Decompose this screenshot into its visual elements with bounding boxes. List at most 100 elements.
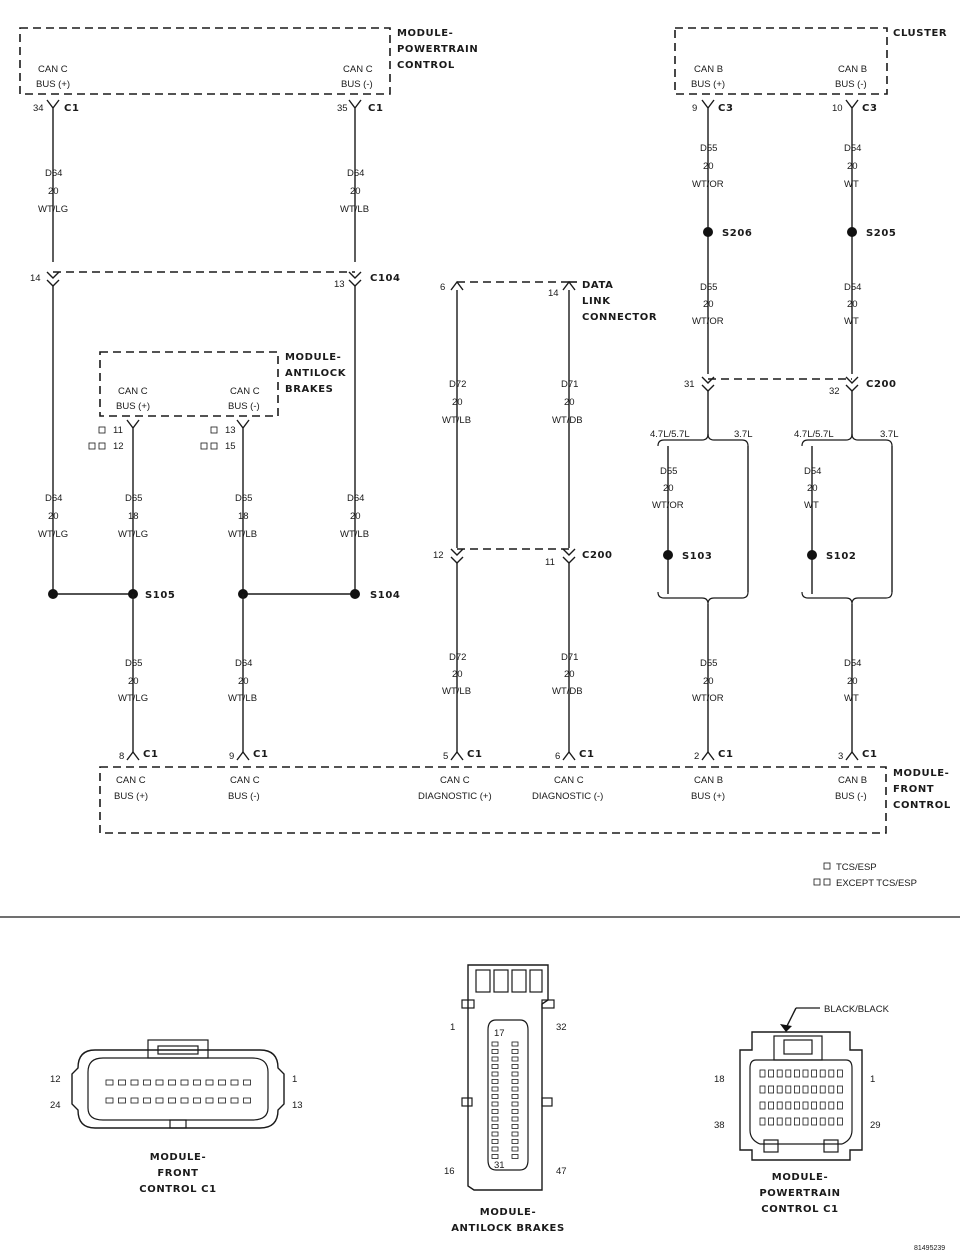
fcm-pin-8: 8: [119, 751, 124, 762]
pin-cavity: [511, 1139, 519, 1144]
s103-label: S103: [682, 551, 712, 562]
pcm-pin1-line1: CAN C: [38, 64, 68, 75]
pin-cavity: [511, 1109, 519, 1114]
c200-top-pin-31: 31: [684, 379, 695, 390]
pin-cavity: [218, 1079, 226, 1086]
wire-d64-abs-l-color: WT/LG: [38, 529, 68, 540]
pin-cavity: [511, 1154, 519, 1159]
pin-cavity: [243, 1097, 251, 1104]
pin-cavity: [811, 1117, 817, 1126]
cluster-pin2-line1: CAN B: [838, 64, 867, 75]
fcm-title-2: FRONT: [893, 784, 934, 795]
fcm-c1-title-2: FRONT: [157, 1168, 198, 1179]
pin-cavity: [130, 1097, 139, 1104]
c200-mid-pin-12: 12: [433, 550, 444, 561]
pin-cavity: [491, 1139, 499, 1144]
fcm-c1-connector-view: 12 1 24 13 MODULE- FRONT CONTROL C1: [50, 1039, 303, 1195]
wire-d55-color: WT/OR: [692, 179, 724, 190]
cluster-pin1-line2: BUS (+): [691, 79, 725, 90]
fcm-c1-title-3: CONTROL C1: [139, 1184, 216, 1195]
splice-s103-dot: [663, 550, 673, 560]
s102-label: S102: [826, 551, 856, 562]
pcm-c1-pin-18: 18: [714, 1074, 725, 1085]
cluster-wires: 9 C3 10 C3 D55 20 WT/OR D54 20 WT S206 S…: [650, 99, 899, 752]
fcm-pin3-line2: DIAGNOSTIC (+): [418, 791, 492, 802]
fcm-module: MODULE- FRONT CONTROL CAN C BUS (+) CAN …: [99, 766, 951, 834]
cluster-pin2-line2: BUS (-): [835, 79, 867, 90]
pcm-title-1: MODULE-: [397, 28, 453, 39]
cluster-pin1-line1: CAN B: [694, 64, 723, 75]
wire-d64-20-color: WT/LB: [228, 693, 257, 704]
fcm-pin-9: 9: [229, 751, 234, 762]
wire-d64-abs-r-code: D64: [347, 493, 364, 504]
pin-cavity: [193, 1097, 201, 1104]
fcm-c1-pin-1: 1: [292, 1074, 297, 1085]
fcm-title-3: CONTROL: [893, 800, 951, 811]
wire-d72-low-gauge: 20: [452, 669, 463, 680]
pin-cavity: [193, 1079, 201, 1086]
wire-d54-gauge: 20: [847, 161, 858, 172]
c104-label: C104: [370, 273, 401, 284]
abs-conn-pin-31: 31: [494, 1160, 505, 1171]
pin-cavity: [811, 1069, 817, 1078]
pcm-title-3: CONTROL: [397, 60, 455, 71]
wire-d71-low-code: D71: [561, 652, 578, 663]
splice-s102-dot: [807, 550, 817, 560]
fcm-c1-d: C1: [579, 749, 595, 760]
wire-d54-code: D54: [844, 143, 861, 154]
fcm-pin5-line2: BUS (+): [691, 791, 725, 802]
pcm-c1-color-label: BLACK/BLACK: [824, 1004, 890, 1015]
wire-d64-20-gauge: 20: [238, 676, 249, 687]
dlc: DATA LINK CONNECTOR: [457, 280, 657, 323]
abs-conn-title-2: ANTILOCK BRAKES: [451, 1223, 565, 1234]
wire-d54b-code: D54: [844, 282, 861, 293]
wire-d64-wtlg-gauge: 20: [48, 186, 59, 197]
s206-label: S206: [722, 228, 752, 239]
fcm-pin6-line1: CAN B: [838, 775, 867, 786]
pin-cavity: [802, 1069, 809, 1078]
pin-cavity: [785, 1069, 792, 1078]
c200-mid-pin-11: 11: [545, 557, 555, 568]
wire-d54d-color: WT: [844, 693, 859, 704]
wire-d54c-color: WT: [804, 500, 819, 511]
pin-cavity: [811, 1085, 817, 1094]
wire-d71-low-gauge: 20: [564, 669, 575, 680]
abs-connector-view: 1 32 17 16 31 47 MODULE- ANTILOCK BRAKES: [444, 964, 567, 1234]
fcm-pin1-line2: BUS (+): [114, 791, 148, 802]
pin-cavity: [811, 1101, 817, 1110]
pin-cavity: [491, 1116, 499, 1122]
pin-cavity: [511, 1124, 519, 1129]
abs-pin2-line1: CAN C: [230, 386, 260, 397]
legend-except: EXCEPT TCS/ESP: [836, 878, 917, 889]
pin-cavity: [828, 1117, 835, 1126]
pin-cavity: [785, 1117, 792, 1126]
wire-d55c-gauge: 20: [663, 483, 674, 494]
dlc-title-3: CONNECTOR: [582, 312, 657, 323]
wire-d55c-code: D55: [660, 466, 677, 477]
wire-d72-code: D72: [449, 379, 466, 390]
c104-pin-13: 13: [334, 279, 345, 290]
fcm-pin2-line1: CAN C: [230, 775, 260, 786]
pin-cavity: [105, 1097, 114, 1104]
pin-cavity: [205, 1097, 214, 1104]
dlc-title-2: LINK: [582, 296, 611, 307]
abs-conn-pin-17: 17: [494, 1028, 505, 1039]
fcm-pin-3: 3: [838, 751, 843, 762]
pin-cavity: [230, 1079, 239, 1086]
pin-cavity: [837, 1117, 843, 1126]
wire-d65-18b-code: D65: [235, 493, 252, 504]
pin-cavity: [491, 1049, 499, 1054]
pin-cavity: [218, 1097, 226, 1104]
wire-d55b-color: WT/OR: [692, 316, 724, 327]
pin-cavity: [130, 1079, 139, 1086]
pcm-title-2: POWERTRAIN: [397, 44, 478, 55]
pin-cavity: [828, 1101, 835, 1110]
pcm-c1-title-1: MODULE-: [772, 1172, 828, 1183]
opt-d54-b: 3.7L: [880, 429, 899, 440]
pcm-pin2-line1: CAN C: [343, 64, 373, 75]
pin-cavity: [511, 1146, 519, 1152]
c200-top-pin-32: 32: [829, 386, 840, 397]
pin-cavity: [168, 1079, 176, 1086]
pin-cavity: [511, 1071, 519, 1077]
pin-cavity: [155, 1079, 164, 1086]
